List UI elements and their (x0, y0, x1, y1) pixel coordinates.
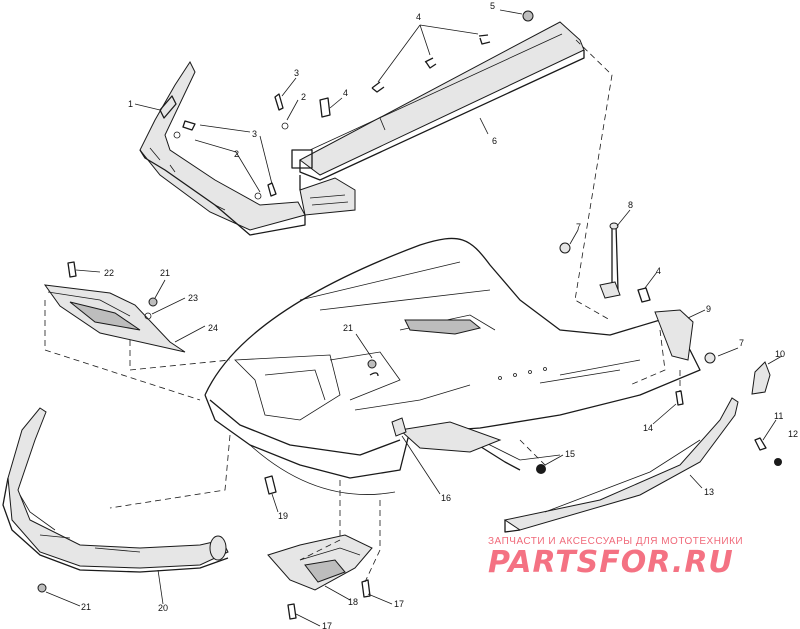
callout-11: 11 (774, 411, 783, 421)
callout-21: 21 (160, 268, 170, 278)
clip-icon (391, 417, 407, 437)
callout-12: 12 (788, 429, 798, 439)
callout-10: 10 (775, 349, 785, 359)
callout-21: 21 (81, 602, 91, 612)
callout-9: 9 (706, 304, 711, 314)
lower-right-bumper (503, 397, 739, 533)
callout-17: 17 (394, 599, 404, 609)
front-hood-body (204, 237, 701, 495)
callout-labels: 1 2 2 3 3 4 4 4 5 6 7 7 8 9 10 11 12 13 … (81, 1, 798, 629)
bolt-icon (424, 57, 437, 69)
callout-19: 19 (278, 511, 288, 521)
bolt-icon (675, 390, 684, 406)
left-small-bracket (43, 284, 186, 353)
callout-17: 17 (322, 621, 332, 629)
callout-7: 7 (576, 222, 581, 232)
watermark: ЗАПЧАСТИ И АКСЕССУАРЫ ДЛЯ МОТОТЕХНИКИ PA… (488, 536, 788, 579)
callout-1: 1 (128, 99, 133, 109)
upper-bumper-bar (291, 21, 585, 216)
callout-4: 4 (416, 12, 421, 22)
bolt-icon (264, 475, 277, 495)
bolt-icon (67, 261, 77, 278)
nut-icon (37, 583, 47, 593)
clip-icon (637, 287, 651, 303)
callout-6: 6 (492, 136, 497, 146)
callout-4: 4 (656, 266, 661, 276)
callout-2: 2 (234, 149, 239, 159)
callout-3: 3 (294, 68, 299, 78)
washer-icon (173, 122, 289, 200)
assembly-lines (44, 39, 681, 583)
callout-3: 3 (252, 129, 257, 139)
callout-20: 20 (158, 603, 168, 613)
callout-24: 24 (208, 323, 218, 333)
watermark-tagline: ЗАПЧАСТИ И АКСЕССУАРЫ ДЛЯ МОТОТЕХНИКИ (488, 536, 744, 547)
fasteners (37, 10, 782, 620)
callout-18: 18 (348, 597, 358, 607)
bolt-icon (754, 437, 767, 451)
left-side-bracket (139, 60, 306, 236)
clip-icon (319, 97, 331, 118)
callout-5: 5 (490, 1, 495, 11)
lower-left-bumper (2, 407, 229, 573)
callout-21: 21 (343, 323, 353, 333)
skid-plate (267, 534, 373, 591)
bolt-icon (371, 81, 385, 93)
nut-icon (536, 464, 546, 474)
nut-icon (148, 297, 158, 307)
nut-icon (774, 458, 782, 466)
callout-13: 13 (704, 487, 714, 497)
callout-8: 8 (628, 200, 633, 210)
watermark-logo: PARTSFOR.RU (488, 545, 734, 580)
clip-icon (559, 242, 716, 364)
nut-icon (522, 10, 534, 22)
bolt-icon (182, 93, 284, 197)
callout-15: 15 (565, 449, 575, 459)
right-brackets (599, 222, 771, 395)
bolt-icon (478, 34, 491, 45)
callout-16: 16 (441, 493, 451, 503)
callout-22: 22 (104, 268, 114, 278)
washer-icon (144, 312, 152, 320)
nut-icon (367, 359, 377, 369)
callout-23: 23 (188, 293, 198, 303)
callout-14: 14 (643, 423, 653, 433)
leader-lines (45, 9, 783, 627)
callout-4: 4 (343, 88, 348, 98)
callout-2: 2 (301, 92, 306, 102)
callout-7: 7 (739, 338, 744, 348)
